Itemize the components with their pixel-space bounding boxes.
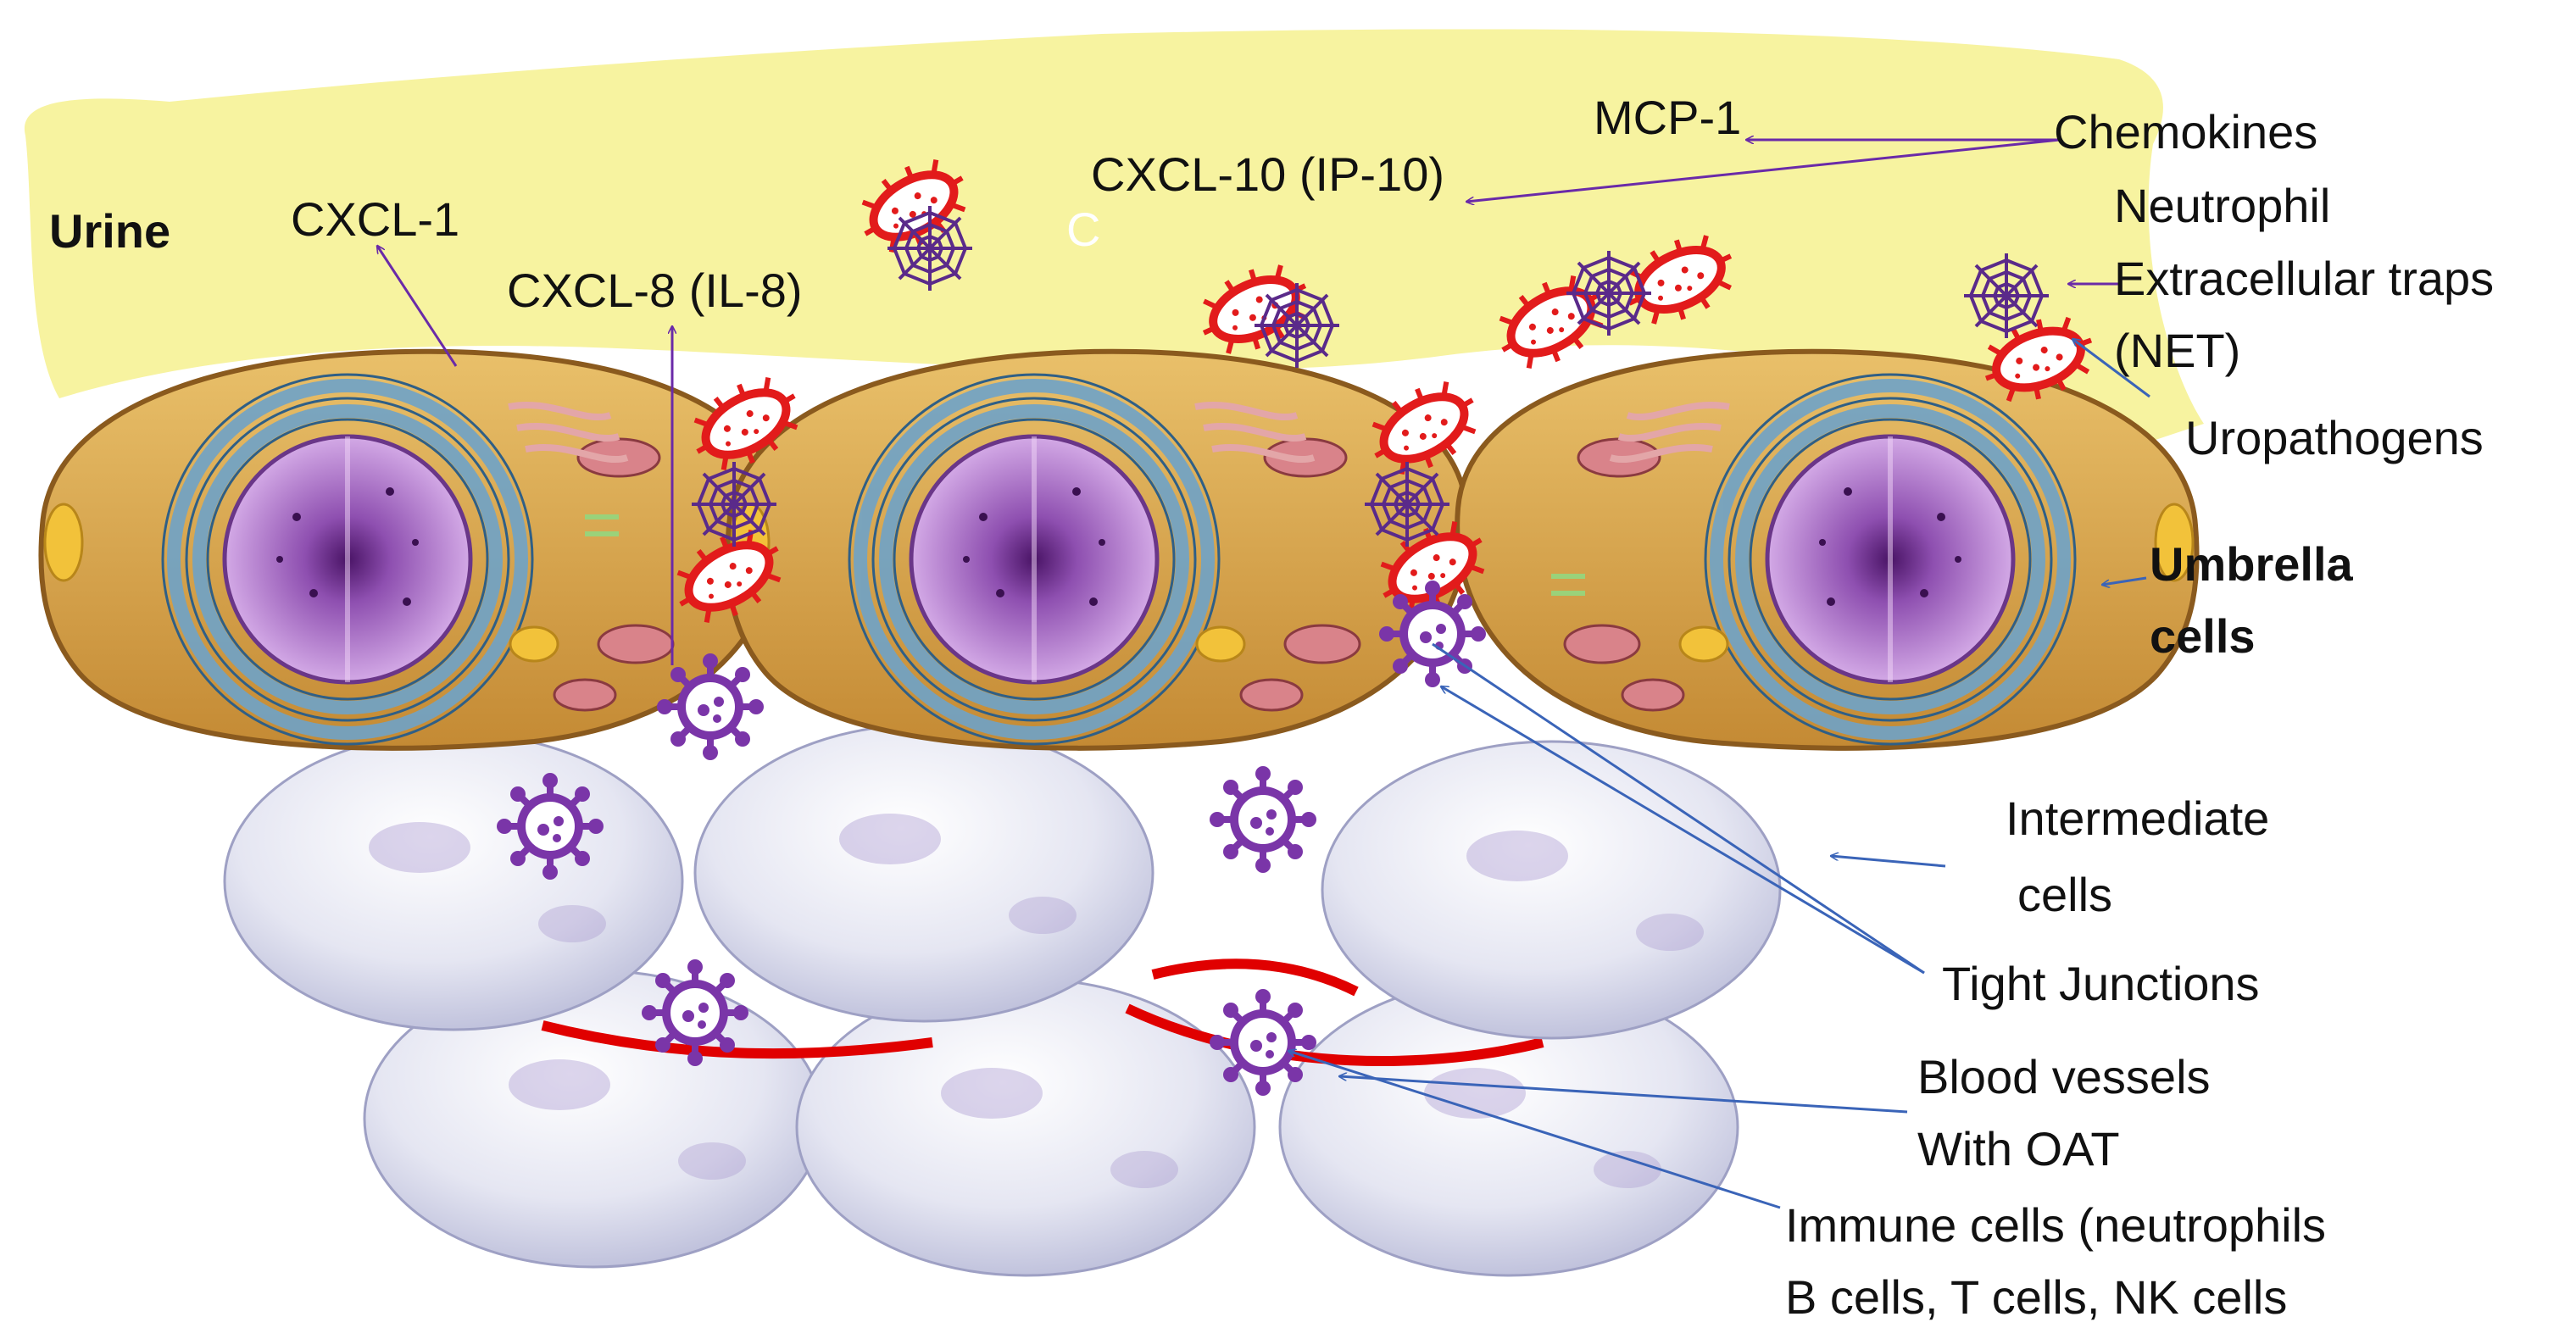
cxcl8-label: CXCL-8 (IL-8) — [507, 264, 803, 317]
stray-c-label: C — [1066, 203, 1100, 256]
net-web-icon — [887, 206, 972, 291]
mcp1-label: MCP-1 — [1594, 91, 1741, 144]
net-web-icon — [1365, 462, 1449, 547]
umbrella-cell-2 — [727, 352, 1466, 748]
uropathogens-label: Uropathogens — [2185, 411, 2484, 464]
chemokines-label: Chemokines — [2054, 105, 2317, 158]
net-web-icon — [1566, 251, 1651, 336]
net-web-icon — [1964, 253, 2049, 338]
intermediate-label-line1: Intermediate — [2006, 792, 2269, 845]
immune-cell-icon — [642, 959, 748, 1066]
cxcl10-label: CXCL-10 (IP-10) — [1091, 147, 1444, 201]
immune-cell-icon — [497, 773, 604, 880]
immune-cells-label-line2: B cells, T cells, NK cells — [1785, 1270, 2287, 1324]
blood-vessels-label-line1: Blood vessels — [1917, 1050, 2211, 1103]
net-label-line2: Extracellular traps — [2114, 252, 2494, 305]
net-label-line1: Neutrophil — [2114, 179, 2330, 232]
intermediate-cells — [225, 725, 1780, 1038]
umbrella-label-line1: Umbrella — [2150, 537, 2353, 591]
immune-cell-icon — [1210, 989, 1316, 1096]
intermediate-label-line2: cells — [2017, 868, 2112, 921]
umbrella-cell-3 — [1457, 352, 2196, 748]
immune-cell-icon — [1210, 766, 1316, 873]
blood-vessels-label-line2: With OAT — [1917, 1122, 2120, 1175]
urine-label: Urine — [49, 204, 170, 258]
tight-junctions-label: Tight Junctions — [1942, 957, 2260, 1010]
immune-cell-icon — [657, 653, 764, 760]
umbrella-cell-1 — [41, 352, 780, 748]
immune-cell-icon — [1379, 581, 1486, 687]
umbrella-label-line2: cells — [2150, 609, 2256, 663]
net-web-icon — [692, 462, 776, 547]
net-label-line3: (NET) — [2114, 324, 2240, 377]
cxcl1-label: CXCL-1 — [291, 192, 459, 246]
net-web-icon — [1255, 283, 1339, 368]
immune-cells-label-line1: Immune cells (neutrophils — [1785, 1198, 2326, 1252]
umbrella-cells — [41, 352, 2196, 748]
